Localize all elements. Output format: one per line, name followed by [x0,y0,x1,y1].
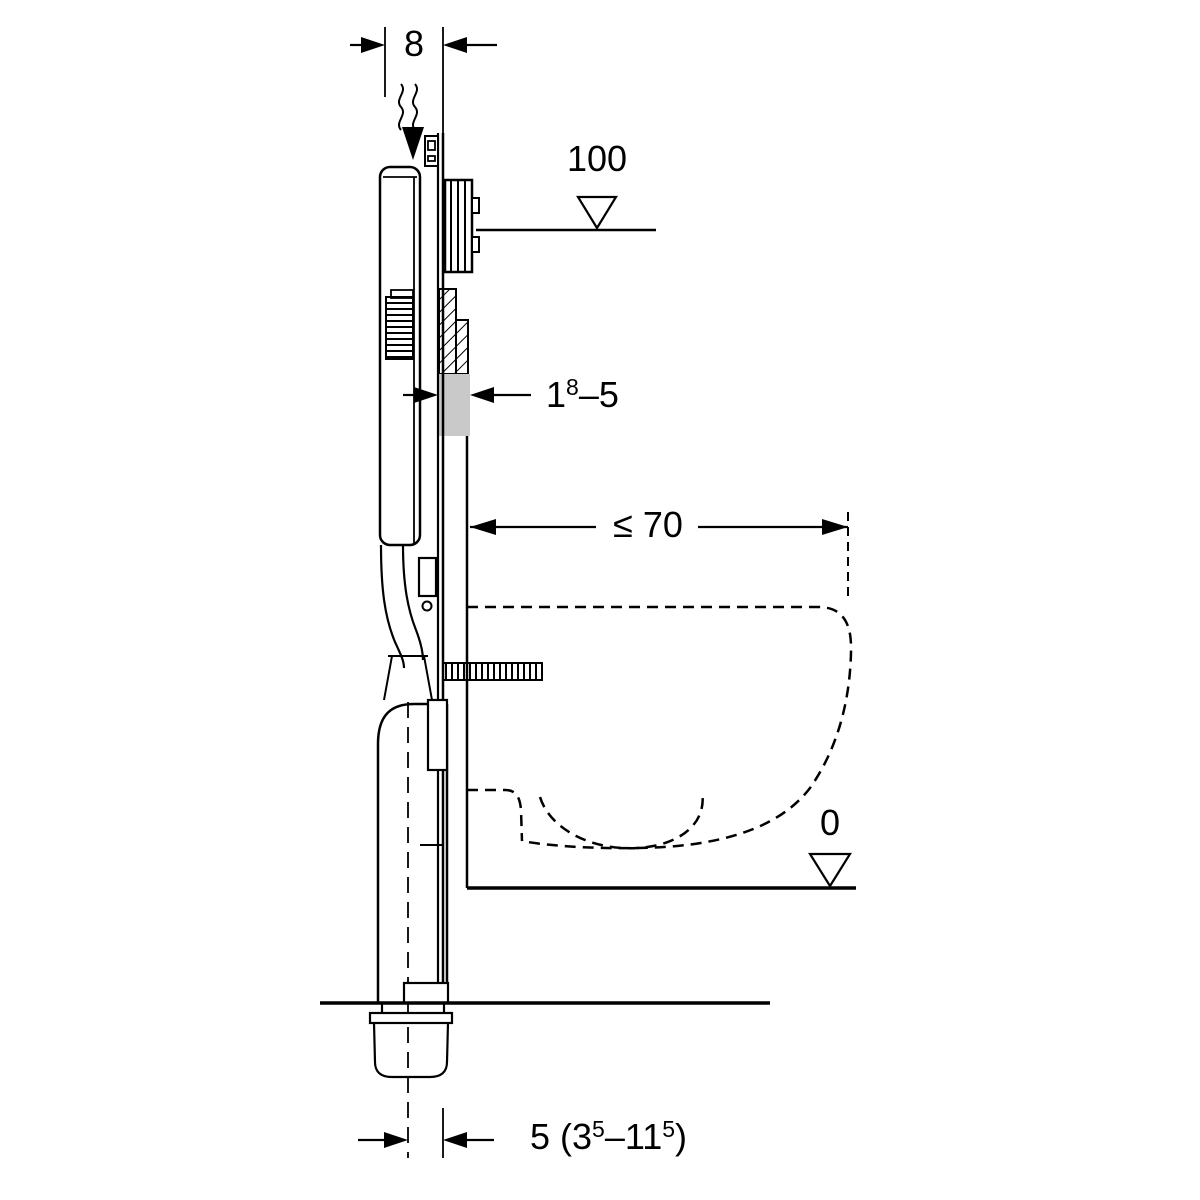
arrowhead-left-icon [470,387,494,403]
toilet-dashed-outline [467,605,853,850]
mounting-rod [442,662,543,681]
dim-label-gap: 18–5 [546,374,619,415]
arrowhead-left-icon [443,1132,467,1148]
hanger [417,556,438,612]
dim-label-gap-sup: 8 [566,374,579,400]
frame-rail [402,133,450,1005]
flush-pipe [379,544,433,701]
dim-label-offset: 5 (35–115) [530,1116,688,1157]
dim-label-gap-base: 1 [546,374,567,415]
drain-socket [368,1003,454,1079]
dim-bottom [358,1108,494,1158]
down-arrow-icon [402,127,424,160]
dim-label-level-top: 100 [566,138,628,179]
arrowhead-left-icon [470,519,496,535]
dim-label-offset-p1: 5 (3 [530,1116,593,1157]
level-0-marker [808,852,852,889]
dim-label-depth: ≤ 70 [613,504,683,545]
arrowhead-right-icon [384,1132,408,1148]
dim-label-gap-rest: –5 [578,374,619,415]
rail-foot [402,981,450,1005]
dim-label-offset-s1: 5 [592,1116,605,1142]
arrowhead-right-icon [414,387,438,403]
level-triangle-icon [576,195,618,231]
arrowhead-right-icon [361,37,385,53]
cistern [378,165,422,547]
arrowhead-left-icon [443,37,467,53]
outlet-bracket [426,698,449,772]
fill-valve-block [385,296,414,360]
supply-break [398,83,424,160]
dim-label-offset-p2: –11 [604,1116,663,1157]
dim-70 [470,512,849,600]
floor-lines [320,886,856,1005]
level-100-marker [476,195,656,232]
dim-gap [403,387,531,403]
dim-8 [350,27,497,133]
dim-label-offset-p3: ) [675,1116,688,1157]
dim-label-offset-s2: 5 [662,1116,676,1142]
arrowhead-right-icon [822,519,848,535]
dim-label-width-top: 8 [403,23,425,64]
dim-label-level-floor: 0 [819,802,841,843]
wall-bracket [443,178,480,274]
